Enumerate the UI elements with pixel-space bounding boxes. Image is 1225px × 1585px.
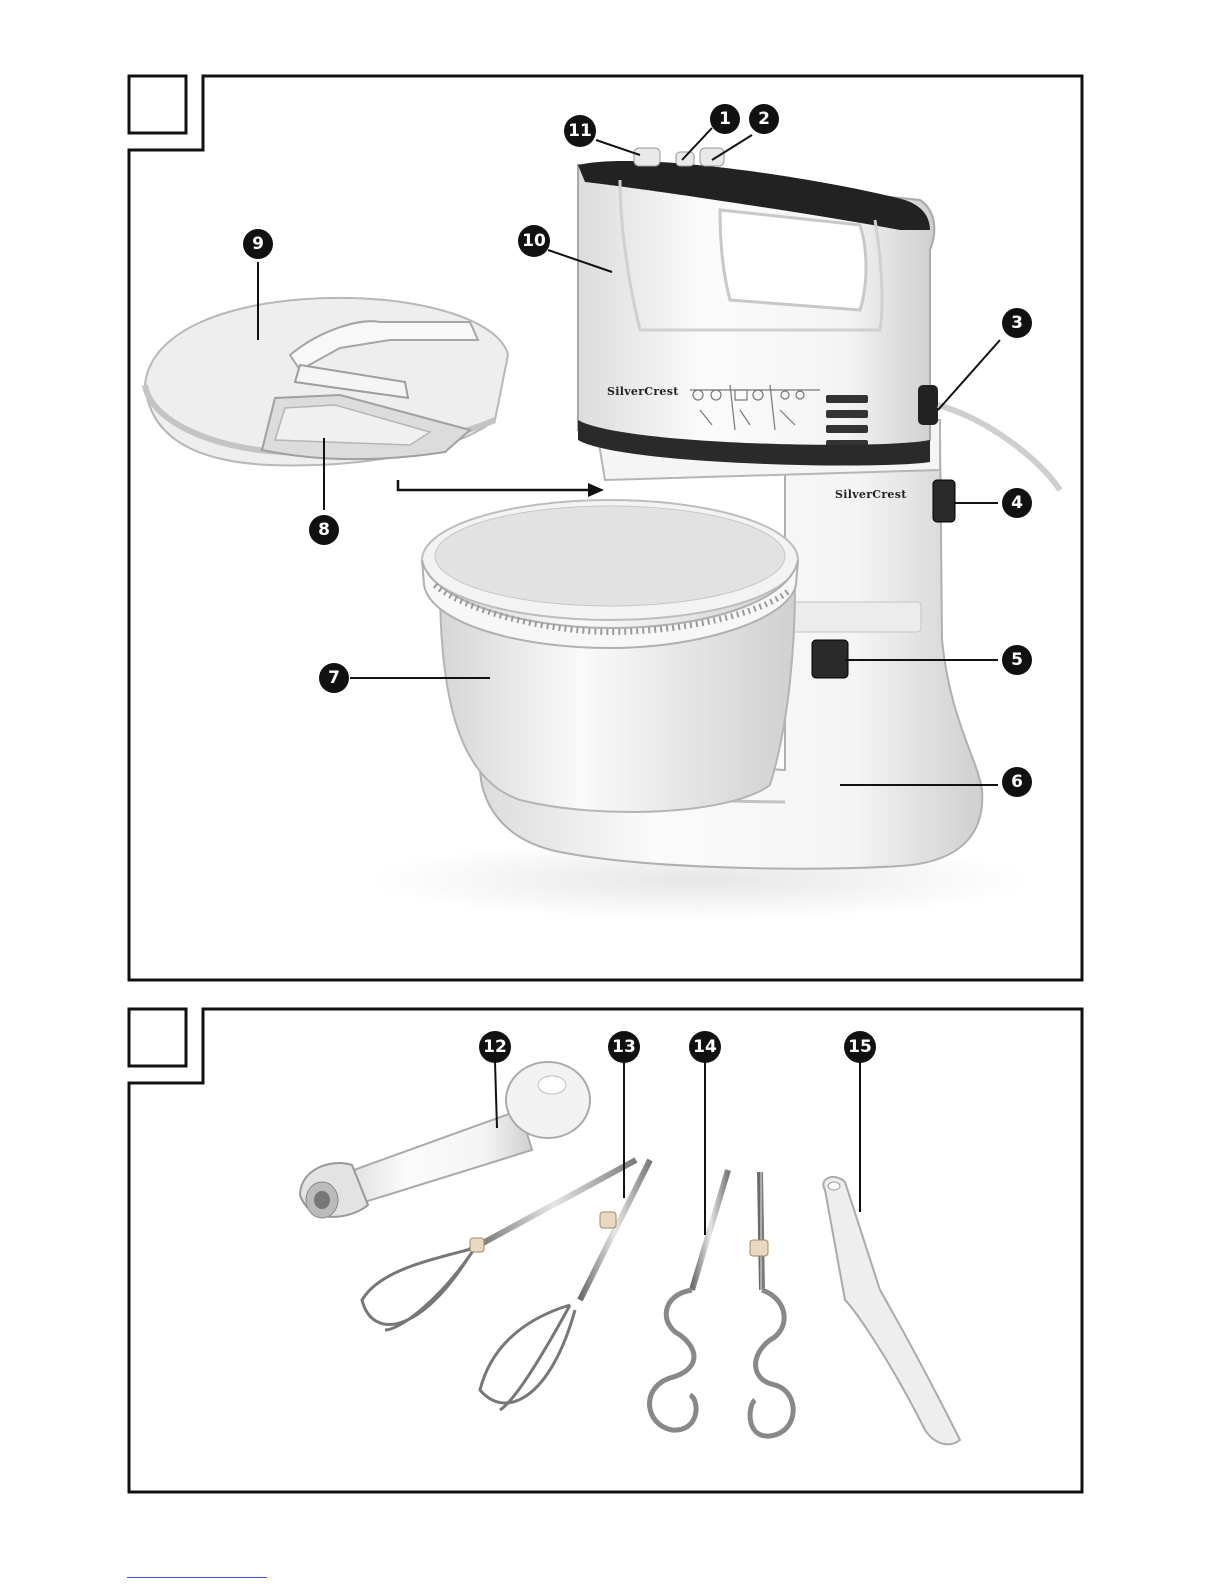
footer-link[interactable] [127, 1576, 267, 1578]
spatula [823, 1177, 960, 1444]
svg-text:8: 8 [318, 520, 330, 540]
svg-text:5: 5 [1011, 650, 1023, 670]
callout-6: 6 [1002, 767, 1032, 797]
svg-text:7: 7 [328, 668, 340, 688]
svg-text:3: 3 [1011, 313, 1023, 333]
svg-text:6: 6 [1011, 772, 1023, 792]
callout-1: 1 [710, 104, 740, 134]
base-brand-label: SilverCrest [835, 488, 907, 501]
callout-8: 8 [309, 515, 339, 545]
whisk-beaters [362, 1160, 650, 1410]
callout-7: 7 [319, 663, 349, 693]
svg-text:11: 11 [568, 121, 592, 141]
svg-text:10: 10 [522, 231, 546, 251]
callout-2: 2 [749, 104, 779, 134]
svg-text:15: 15 [848, 1037, 872, 1057]
callout-5: 5 [1002, 645, 1032, 675]
dough-hooks [650, 1170, 794, 1436]
callout-9: 9 [243, 229, 273, 259]
svg-text:12: 12 [483, 1037, 507, 1057]
svg-text:4: 4 [1011, 493, 1023, 513]
mixing-bowl [422, 500, 798, 812]
svg-text:2: 2 [758, 109, 770, 129]
blender-attachment [300, 1062, 590, 1218]
callout-14: 14 [689, 1031, 721, 1063]
callout-3: 3 [1002, 308, 1032, 338]
figure-a-label-box [129, 76, 186, 133]
svg-text:14: 14 [693, 1037, 717, 1057]
svg-text:13: 13 [612, 1037, 636, 1057]
callout-12: 12 [479, 1031, 511, 1063]
callout-13: 13 [608, 1031, 640, 1063]
callout-4: 4 [1002, 488, 1032, 518]
mixer-brand-label: SilverCrest [607, 385, 679, 398]
hand-mixer: SilverCrest [578, 148, 1060, 490]
callout-10: 10 [518, 225, 550, 257]
figure-b-label-box [129, 1009, 186, 1066]
svg-text:1: 1 [719, 109, 731, 129]
splash-guard [145, 298, 508, 466]
stand-mixer-illustration: SilverCrest Silver [145, 148, 1060, 920]
callout-11: 11 [564, 115, 596, 147]
svg-text:9: 9 [252, 234, 264, 254]
callout-15: 15 [844, 1031, 876, 1063]
insert-arrow [398, 480, 592, 490]
